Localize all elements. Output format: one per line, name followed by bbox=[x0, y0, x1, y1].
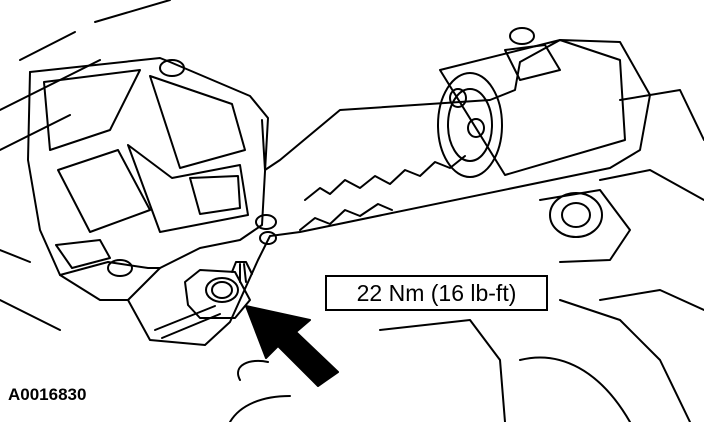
figure-id-label: A0016830 bbox=[8, 385, 87, 404]
bracket-lattice bbox=[43, 69, 249, 269]
bracket-bosses bbox=[107, 59, 277, 277]
hose-curve bbox=[237, 360, 269, 381]
hose-curve-lower bbox=[229, 395, 291, 422]
torque-spec-label: 22 Nm (16 lb-ft) bbox=[356, 279, 517, 306]
bracket-lower-edge bbox=[27, 71, 129, 301]
bracket-outline bbox=[29, 39, 651, 346]
background-lines bbox=[0, 0, 171, 331]
break-line bbox=[304, 155, 466, 201]
threaded-fitting bbox=[154, 261, 253, 339]
cylinder-component bbox=[437, 27, 626, 178]
right-housing bbox=[379, 89, 704, 422]
break-line-lower bbox=[299, 203, 393, 231]
bracket-rim bbox=[59, 261, 161, 276]
arrow-pointer-icon bbox=[245, 305, 339, 387]
torque-spec-callout: 22 Nm (16 lb-ft) bbox=[325, 275, 548, 311]
